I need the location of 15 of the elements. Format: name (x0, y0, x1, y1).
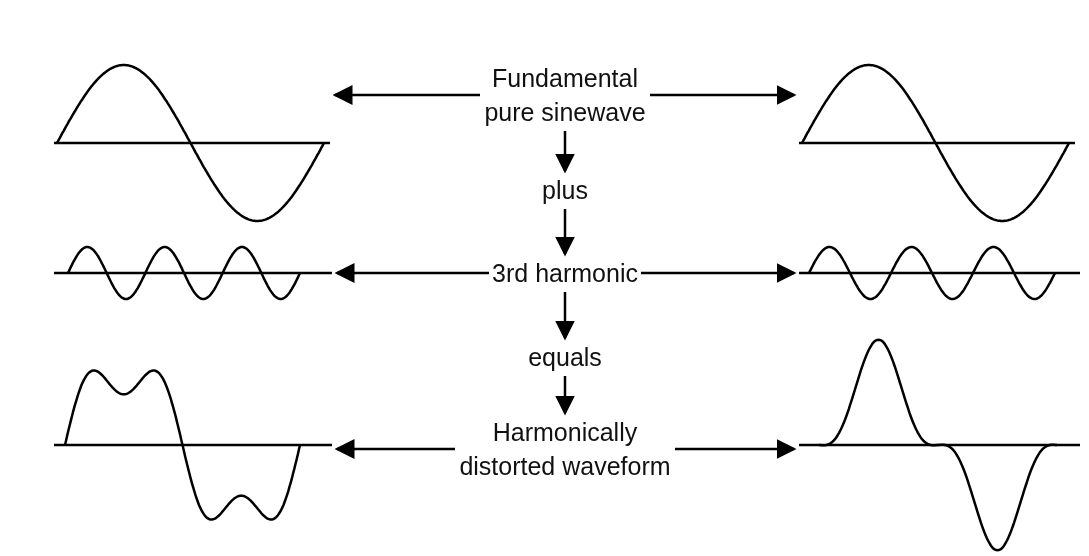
text-label: equals (528, 340, 602, 374)
text-label: plus (542, 173, 588, 207)
arrow (332, 85, 480, 105)
arrow (640, 263, 797, 283)
arrow (334, 439, 455, 459)
text-label: 3rd harmonic (492, 256, 638, 290)
arrow (650, 85, 797, 105)
arrow (334, 263, 490, 283)
text-label: Harmonically distorted waveform (458, 415, 672, 483)
text-label: Fundamental pure sinewave (483, 61, 647, 129)
arrow (675, 439, 797, 459)
arrow (555, 376, 575, 416)
arrow (555, 292, 575, 341)
arrow (555, 209, 575, 257)
arrow (555, 131, 575, 174)
